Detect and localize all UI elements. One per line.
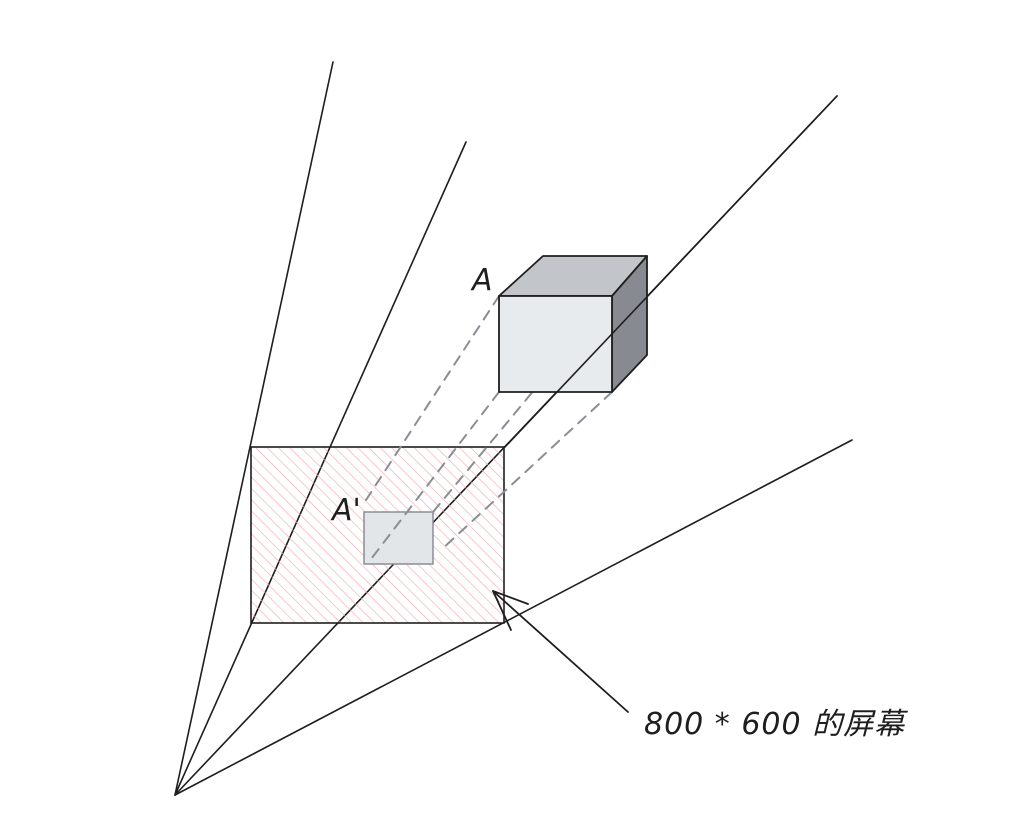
arrow-pointer-icon: [492, 590, 629, 713]
screen-border: [250, 446, 505, 624]
projection-line-a: [365, 295, 500, 501]
projection-line-bottom-right: [440, 391, 613, 551]
frustum-ray-center-overlay: [504, 95, 838, 448]
cube-front-face: [498, 295, 613, 393]
projected-image-a-prime: [363, 511, 434, 565]
label-screen-caption: 800 * 600 的屏幕: [644, 707, 908, 742]
projection-line-bottom-left: [367, 391, 500, 564]
cube-object: [498, 255, 648, 393]
frustum-rays: [174, 61, 853, 796]
frustum-ray-top-left: [174, 61, 334, 796]
label-point-a: A: [470, 263, 493, 298]
frustum-ray-bottom: [174, 439, 853, 796]
screen-plane: [250, 446, 505, 624]
label-point-a-prime: A': [330, 493, 361, 528]
